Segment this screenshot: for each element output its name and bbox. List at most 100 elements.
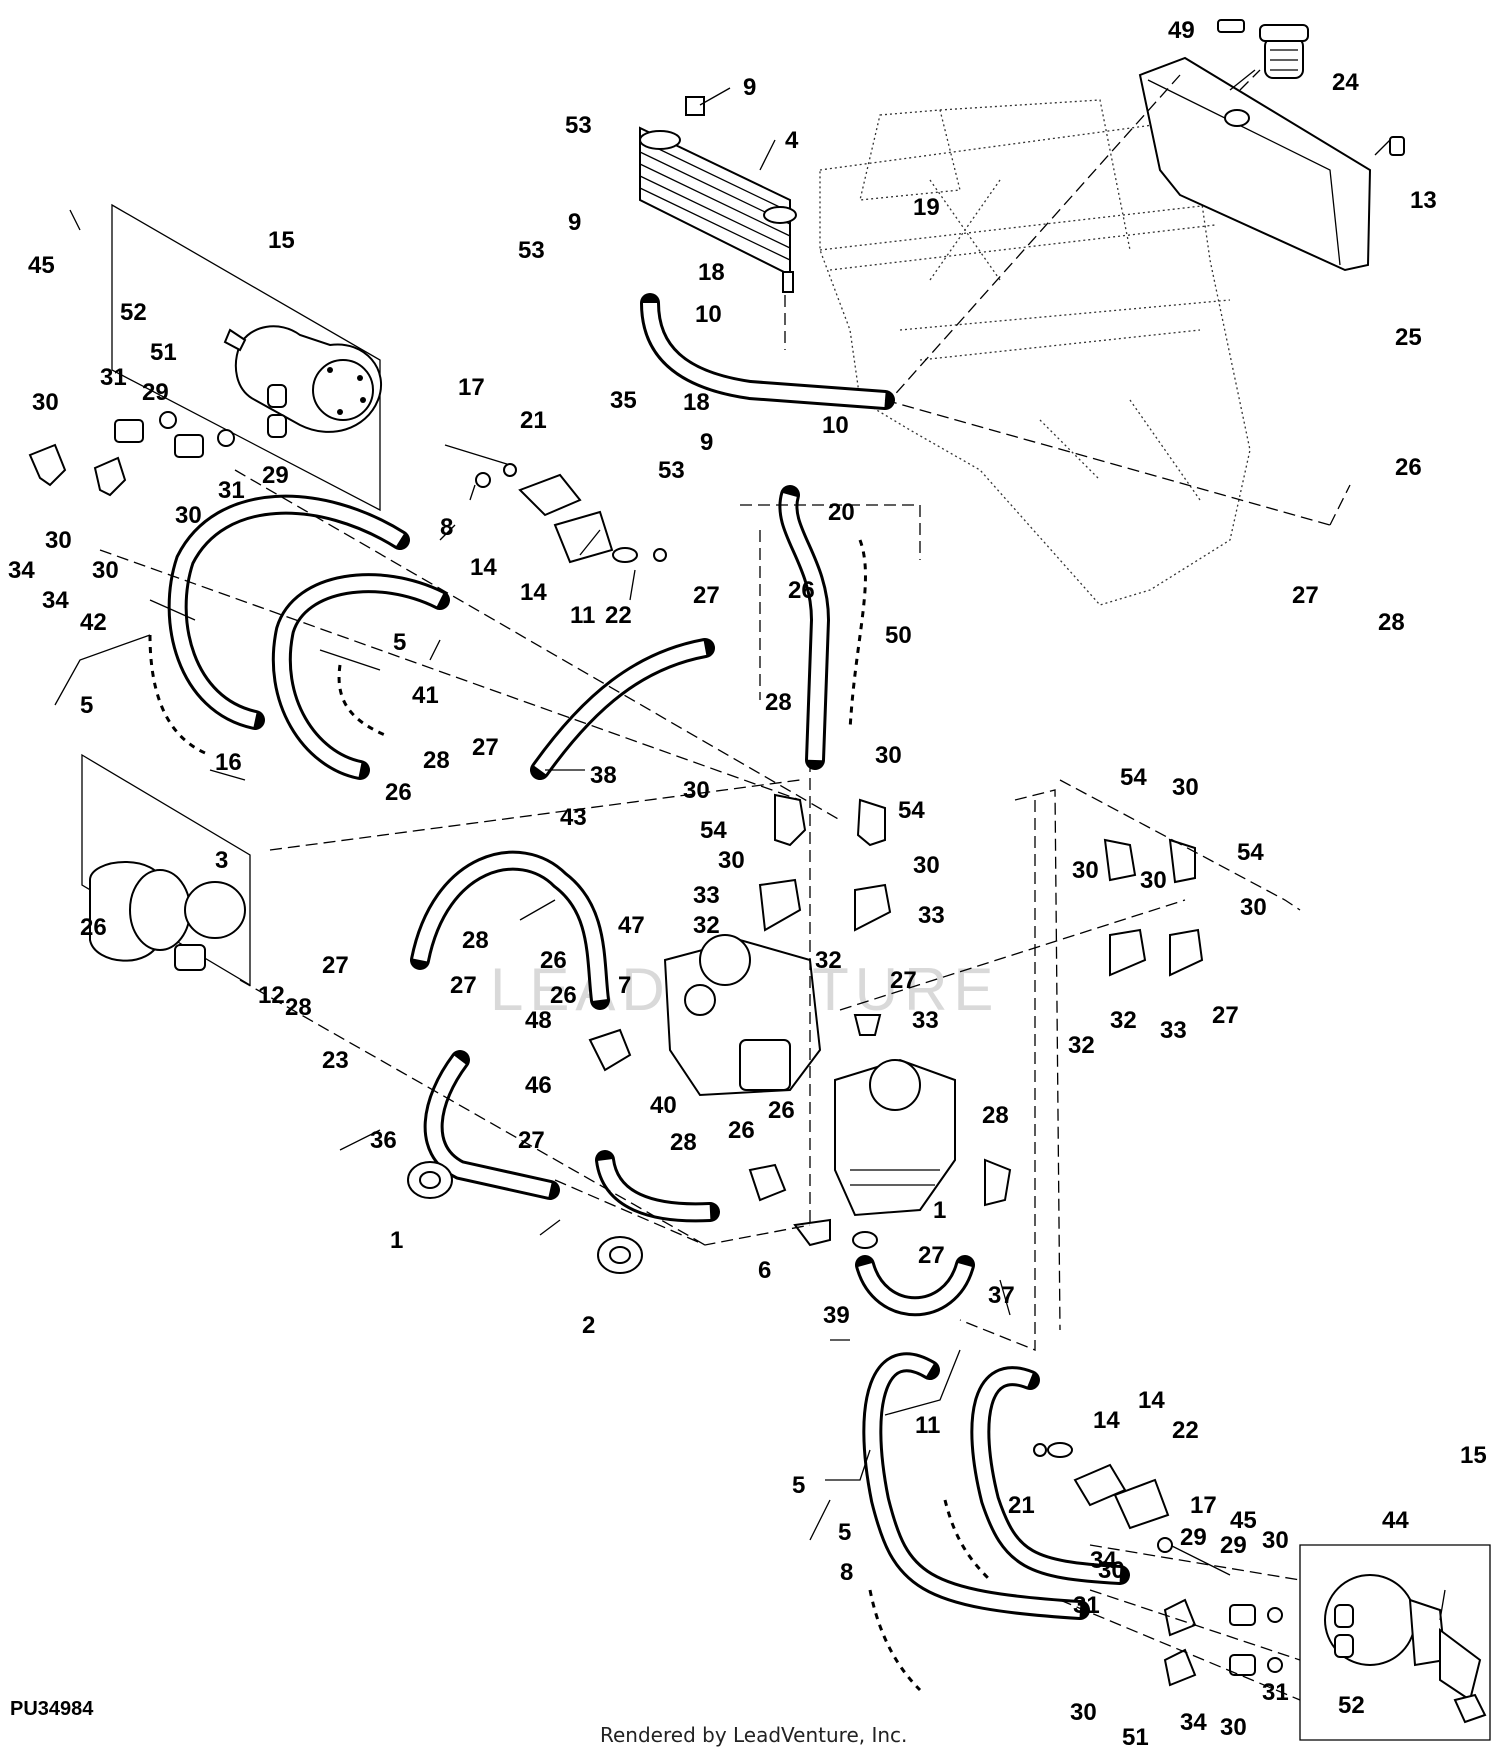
- tank-cap-screw: [1217, 19, 1245, 33]
- callout-27: 27: [450, 972, 477, 999]
- callout-30: 30: [32, 389, 59, 416]
- callout-26: 26: [80, 914, 107, 941]
- callout-54: 54: [700, 817, 727, 844]
- callout-54: 54: [898, 797, 925, 824]
- hose-37: [855, 1255, 975, 1317]
- callout-40: 36: [370, 1127, 397, 1154]
- lower-right-fittings: [1163, 1598, 1283, 1687]
- callout-8: 34: [1090, 1547, 1117, 1574]
- callout-27: 28: [670, 1129, 697, 1156]
- callout-53: 53: [518, 237, 545, 264]
- callout-41: 41: [412, 682, 439, 709]
- hydraulic-tank: [1138, 56, 1372, 272]
- callout-37: 39: [823, 1302, 850, 1329]
- callout-53: 53: [565, 112, 592, 139]
- callout-5: 5: [838, 1519, 851, 1546]
- callout-30: 30: [913, 852, 940, 879]
- callout-44: 5: [792, 1472, 805, 1499]
- hose-35: [640, 293, 895, 410]
- callout-45: 45: [28, 252, 55, 279]
- callout-9: 9: [568, 209, 581, 236]
- callout-29: 30: [1262, 1527, 1289, 1554]
- hose-38: [530, 638, 715, 780]
- callout-28: 1: [933, 1197, 946, 1224]
- hose-43: [410, 850, 610, 1010]
- callout-32: 33: [1160, 1017, 1187, 1044]
- nut-6: [852, 1231, 878, 1249]
- callout-25: 25: [1395, 324, 1422, 351]
- hose-36: [595, 1150, 720, 1223]
- callout-30: 30: [683, 777, 710, 804]
- clamp-lower: [1033, 1442, 1231, 1576]
- callout-26: 26: [768, 1097, 795, 1124]
- callout-33: 33: [918, 902, 945, 929]
- callout-38: 38: [590, 762, 617, 789]
- callout-5: 5: [393, 629, 406, 656]
- callout-28: 28: [765, 689, 792, 716]
- callout-32: 32: [815, 947, 842, 974]
- callout-17: 45: [1230, 1507, 1257, 1534]
- callout-5: 5: [80, 692, 93, 719]
- callout-50: 50: [885, 622, 912, 649]
- hose-20: [778, 485, 831, 770]
- callout-46: 33: [912, 1007, 939, 1034]
- callout-15: 15: [268, 227, 295, 254]
- callout-45: 15: [1460, 1442, 1487, 1469]
- callout-54: 54: [1120, 764, 1147, 791]
- callout-29: 31: [1262, 1679, 1289, 1706]
- callout-28: 23: [322, 1047, 349, 1074]
- callout-26: 26: [788, 577, 815, 604]
- plug-23: [853, 1014, 882, 1036]
- callout-30: 30: [1070, 1699, 1097, 1726]
- wheel-motor-right: [1299, 1544, 1491, 1741]
- callout-32: 32: [693, 912, 720, 939]
- callout-27: 27: [472, 734, 499, 761]
- callout-52: 52: [120, 299, 147, 326]
- clamp-upper: [444, 444, 667, 564]
- hose-40: [423, 1050, 560, 1200]
- callout-54: 54: [1237, 839, 1264, 866]
- callout-27: 27: [1292, 582, 1319, 609]
- callout-4: 4: [785, 127, 799, 154]
- oil-filter-assembly: [81, 753, 251, 987]
- callout-27: 40: [650, 1092, 677, 1119]
- callout-26: 26: [385, 779, 412, 806]
- callout-34: 51: [1122, 1724, 1149, 1750]
- callout-11: 14: [1093, 1407, 1120, 1434]
- callout-30: 30: [718, 847, 745, 874]
- callout-34: 30: [1098, 1557, 1125, 1584]
- footer-credit: Rendered by LeadVenture, Inc.: [600, 1723, 907, 1747]
- callout-30: 30: [1172, 774, 1199, 801]
- callout-29: 29: [262, 462, 289, 489]
- callout-33: 33: [693, 882, 720, 909]
- callout-27: 37: [988, 1282, 1015, 1309]
- callout-51: 52: [1338, 1692, 1365, 1719]
- callout-48: 46: [525, 1072, 552, 1099]
- callout-14: 14: [520, 579, 547, 606]
- callout-29: 29: [142, 379, 169, 406]
- callout-51: 51: [150, 339, 177, 366]
- callout-26: 7: [618, 972, 631, 999]
- cooler-clip: [685, 96, 705, 116]
- callout-43: 43: [560, 804, 587, 831]
- callout-31: 31: [218, 477, 245, 504]
- callout-31: 31: [100, 364, 127, 391]
- callout-17: 17: [458, 374, 485, 401]
- callout-27: 27: [322, 952, 349, 979]
- callout-labels: 49 24 13 25 9 53 4 19 9 53 18 10 45 15 5…: [8, 17, 1487, 1750]
- callout-26: 26: [550, 982, 577, 1009]
- dashed-connection-lines: [99, 69, 1351, 1701]
- callout-8: 8: [440, 514, 453, 541]
- wheel-motor-left: [111, 203, 383, 512]
- callout-34: 34: [42, 587, 69, 614]
- callout-21: 21: [520, 407, 547, 434]
- callout-30: 34: [1180, 1709, 1207, 1736]
- tank-plug: [1389, 136, 1405, 156]
- callout-16: 16: [215, 749, 242, 776]
- callout-5: 8: [840, 1559, 853, 1586]
- callout-19: 19: [913, 194, 940, 221]
- callout-35: 35: [610, 387, 637, 414]
- callout-1: 1: [390, 1227, 403, 1254]
- callout-32: 32: [1068, 1032, 1095, 1059]
- left-fittings: [28, 411, 235, 497]
